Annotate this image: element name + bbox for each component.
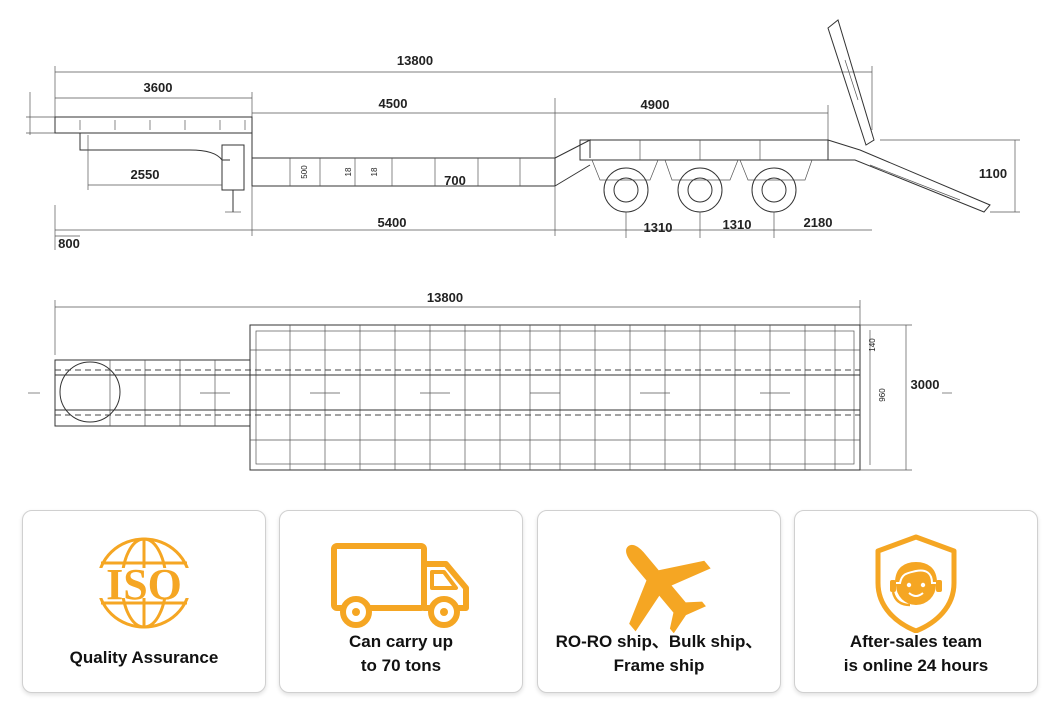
- feature-card-capacity: Can carry up to 70 tons: [279, 510, 523, 693]
- feature-label-support: After-sales team is online 24 hours: [801, 630, 1031, 678]
- feature-label-capacity: Can carry up to 70 tons: [286, 630, 516, 678]
- airplane-icon: [538, 533, 780, 633]
- side-mid-deck-length: 4500: [379, 96, 408, 111]
- top-view: 13800: [28, 290, 952, 471]
- top-side-dim-b: 960: [878, 388, 887, 402]
- feature-card-shipping: RO-RO ship、Bulk ship、 Frame ship: [537, 510, 781, 693]
- top-width: 3000: [911, 377, 940, 392]
- beam-height: 500: [300, 165, 309, 179]
- side-well-length: 5400: [378, 215, 407, 230]
- side-gooseneck-length: 3600: [144, 80, 173, 95]
- side-deck-height: 700: [444, 173, 466, 188]
- side-front-overhang: 800: [58, 236, 80, 251]
- side-rear-overhang: 2180: [804, 215, 833, 230]
- support-agent-icon: [795, 533, 1037, 633]
- truck-icon: [280, 533, 522, 633]
- iso-badge-text: ISO: [106, 560, 182, 609]
- feature-line: Frame ship: [613, 656, 705, 675]
- web-a: 18: [344, 167, 353, 176]
- side-rear-length: 4900: [641, 97, 670, 112]
- side-view: 13800 3600 4500 4900: [26, 19, 1020, 251]
- side-overall-length: 13800: [397, 53, 433, 68]
- web-b: 18: [370, 167, 379, 176]
- feature-label-shipping: RO-RO ship、Bulk ship、 Frame ship: [544, 630, 774, 678]
- side-ramp-height: 1100: [979, 166, 1007, 181]
- side-gooseneck-height: 2550: [131, 167, 160, 182]
- feature-line: is online 24 hours: [843, 656, 989, 675]
- side-axle-spacing-2: 1310: [723, 217, 752, 232]
- feature-card-support: After-sales team is online 24 hours: [794, 510, 1038, 693]
- feature-card-quality: ISO Quality Assurance: [22, 510, 266, 693]
- feature-line: After-sales team: [849, 632, 983, 651]
- feature-line: Quality Assurance: [69, 648, 219, 667]
- feature-line: RO-RO ship、Bulk ship、: [555, 632, 763, 651]
- top-overall-length: 13800: [427, 290, 463, 305]
- iso-icon: ISO: [23, 533, 265, 633]
- side-axle-spacing-1: 1310: [644, 220, 673, 235]
- feature-label-quality: Quality Assurance: [29, 646, 259, 670]
- feature-line: Can carry up: [349, 632, 453, 651]
- trailer-drawing: 13800 3600 4500 4900: [26, 19, 1020, 471]
- top-side-dim-a: 140: [868, 338, 877, 352]
- feature-line: to 70 tons: [360, 656, 442, 675]
